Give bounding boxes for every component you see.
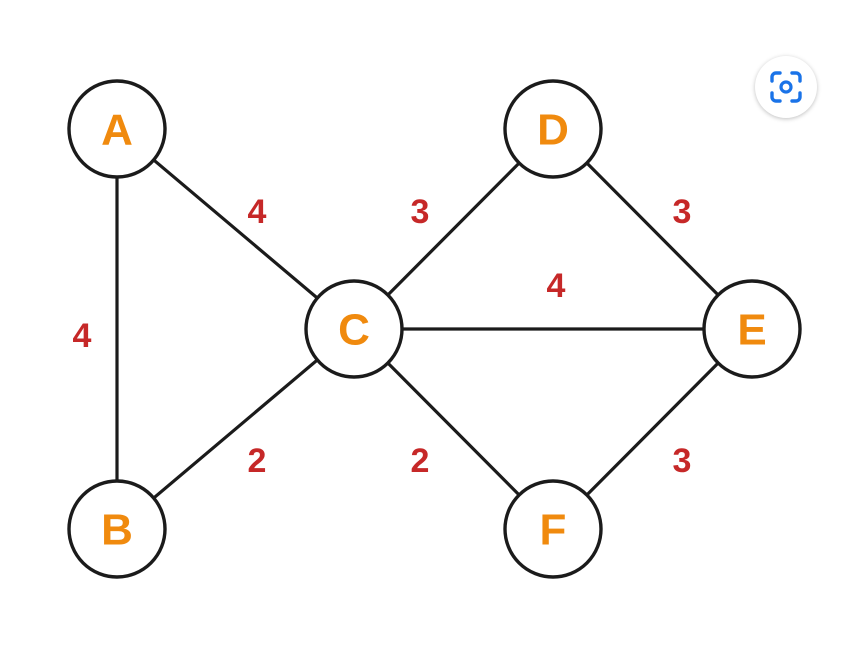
edge-weight-a-c: 4 bbox=[248, 193, 267, 231]
node-circle bbox=[67, 479, 167, 579]
nodes-layer: A B C D E F bbox=[67, 79, 802, 579]
node-label-f: F bbox=[540, 506, 567, 555]
edge-a-c bbox=[115, 127, 356, 331]
edge-weight-b-c: 2 bbox=[248, 442, 267, 480]
node-f: F bbox=[503, 479, 603, 579]
node-c: C bbox=[304, 279, 404, 379]
edge-weight-c-e: 4 bbox=[547, 267, 566, 305]
edge-weight-e-f: 3 bbox=[673, 442, 692, 480]
edge-weight-a-b: 4 bbox=[73, 317, 92, 355]
edge-weight-c-f: 2 bbox=[411, 442, 430, 480]
edge-weight-d-e: 3 bbox=[673, 193, 692, 231]
edge-b-c bbox=[115, 327, 356, 531]
node-circle bbox=[503, 79, 603, 179]
node-circle bbox=[67, 79, 167, 179]
node-label-d: D bbox=[537, 106, 569, 155]
node-label-a: A bbox=[101, 106, 133, 155]
edge-weight-c-d: 3 bbox=[411, 193, 430, 231]
edge-weights-layer: 4 4 2 3 4 2 3 3 bbox=[73, 193, 692, 480]
node-e: E bbox=[702, 279, 802, 379]
node-b: B bbox=[67, 479, 167, 579]
node-a: A bbox=[67, 79, 167, 179]
lens-search-button[interactable] bbox=[755, 56, 817, 118]
node-d: D bbox=[503, 79, 603, 179]
node-label-e: E bbox=[737, 306, 766, 355]
edges-layer bbox=[115, 127, 754, 531]
lens-search-icon bbox=[770, 71, 802, 103]
node-label-c: C bbox=[338, 306, 370, 355]
node-label-b: B bbox=[101, 506, 133, 555]
node-circle bbox=[702, 279, 802, 379]
node-circle bbox=[503, 479, 603, 579]
node-circle bbox=[304, 279, 404, 379]
